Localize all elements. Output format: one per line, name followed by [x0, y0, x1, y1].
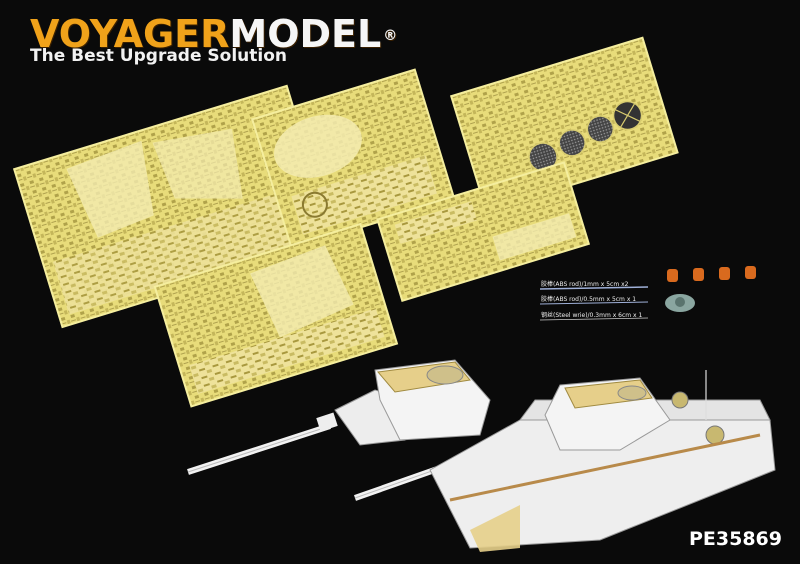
resin-parts	[665, 266, 756, 312]
brand-part-voyager: VOYAGER	[30, 12, 230, 56]
rods	[539, 286, 649, 321]
brand-logo: VOYAGERMODEL®	[30, 14, 397, 54]
turret-model	[187, 359, 491, 475]
brand-part-model: MODEL	[229, 12, 382, 56]
rod-label-1: 胶棒(ABS rod)/1mm x 5cm x2	[541, 281, 629, 288]
pe-fret-4	[376, 161, 591, 303]
product-code: PE35869	[688, 528, 782, 550]
brand-tagline: The Best Upgrade Solution	[30, 46, 288, 66]
brand-name: VOYAGERMODEL®	[30, 14, 397, 54]
pe-fret-3	[449, 36, 679, 213]
rod-label-3: 钢丝(Steel wrie)/0.3mm x 6cm x 1	[541, 312, 643, 319]
pe-fret-5	[153, 222, 399, 408]
registered-mark: ®	[383, 28, 398, 44]
hull-model	[354, 370, 776, 552]
rod-label-2: 胶棒(ABS rod)/0.5mm x 5cm x 1	[541, 296, 637, 303]
pe-fret-2	[250, 68, 456, 250]
